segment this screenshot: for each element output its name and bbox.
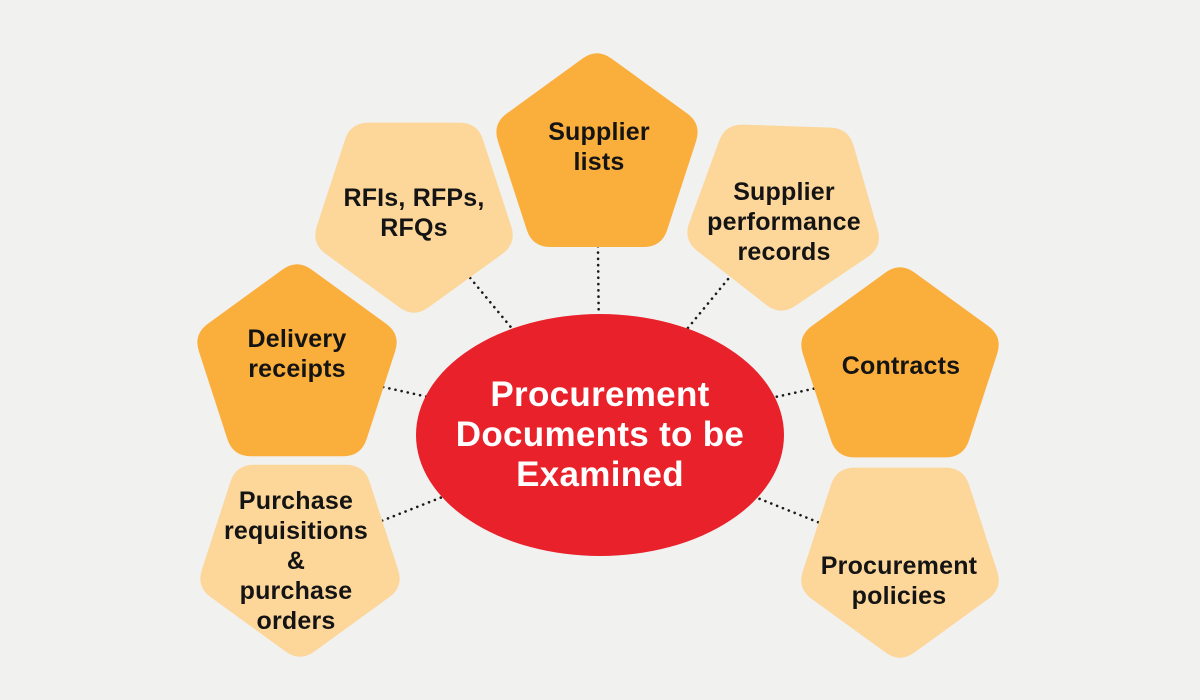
node-shape-delivery-receipts (197, 264, 397, 457)
node-shape-procurement-policies (801, 467, 999, 658)
node-shape-purchase-requisitions (200, 464, 400, 657)
center-ellipse (416, 314, 784, 556)
node-shape-contracts (801, 267, 999, 458)
connector-line-rfis-rfps-rfqs (412, 208, 602, 437)
node-shape-rfis-rfps-rfqs (315, 122, 513, 313)
connector-line-supplier-lists (595, 156, 602, 437)
connector-line-supplier-performance-records (598, 209, 786, 437)
node-shape-supplier-performance-records (687, 124, 879, 311)
node-shape-supplier-lists (496, 53, 698, 247)
